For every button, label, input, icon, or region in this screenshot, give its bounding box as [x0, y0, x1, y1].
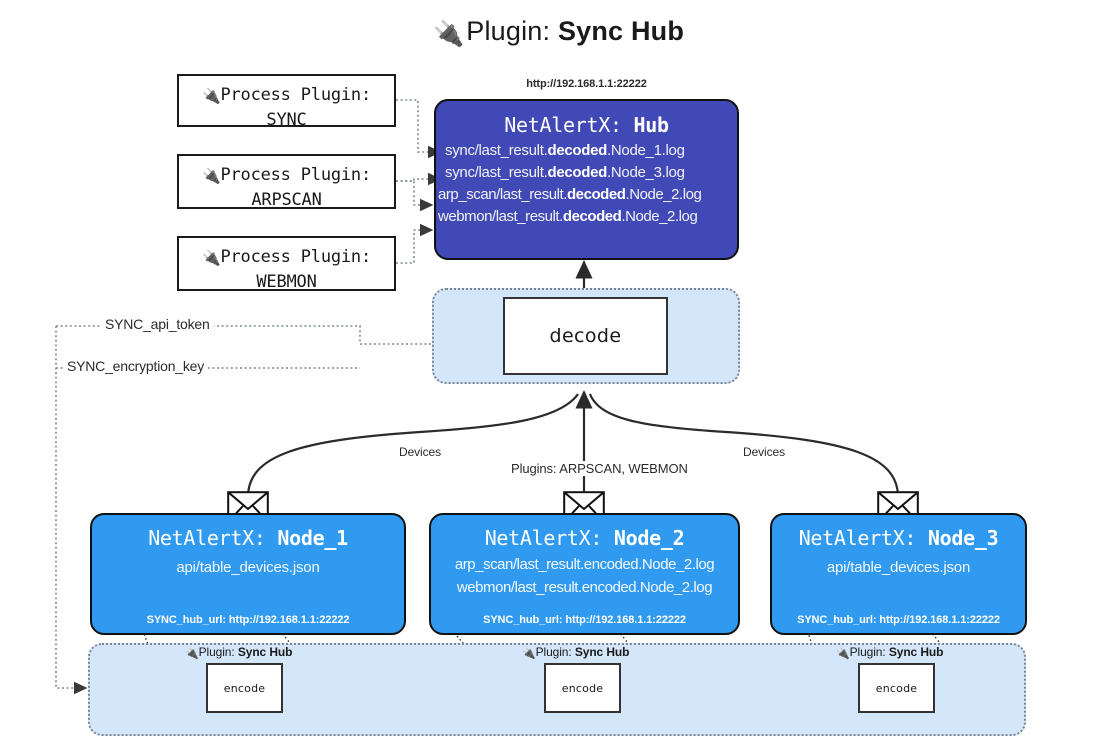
node-card-node-3[interactable]: NetAlertX: Node_3 api/table_devices.json…: [770, 513, 1027, 635]
decode-box[interactable]: decode: [503, 297, 668, 375]
process-plugin-name: SYNC: [266, 109, 307, 130]
node-title-prefix: NetAlertX:: [484, 526, 603, 550]
process-plugin-label: Process Plugin:: [220, 85, 371, 105]
plug-icon: 🔌: [201, 87, 221, 105]
hub-title: NetAlertX: Hub: [436, 113, 737, 137]
node-footer: SYNC_hub_url: http://192.168.1.1:22222: [797, 614, 1000, 626]
process-plugin-label: Process Plugin:: [220, 165, 371, 185]
node-card-node-1[interactable]: NetAlertX: Node_1 api/table_devices.json…: [90, 513, 406, 635]
node-title: NetAlertX: Node_2: [431, 526, 738, 550]
encode-box-node-3[interactable]: encode: [858, 663, 935, 713]
plug-icon: 🔌: [522, 648, 536, 660]
process-plugin-webmon[interactable]: 🔌Process Plugin: WEBMON: [177, 236, 396, 292]
hub-log-line: webmon/last_result.decoded.Node_2.log: [438, 208, 698, 225]
node-data-line: arp_scan/last_result.encoded.Node_2.log: [454, 556, 715, 573]
page-title: 🔌Plugin: Sync Hub: [0, 16, 1117, 49]
plug-icon: 🔌: [836, 648, 850, 660]
encode-box-node-2[interactable]: encode: [544, 663, 621, 713]
node-data-line: api/table_devices.json: [176, 559, 320, 576]
node-title-name: Node_3: [927, 526, 999, 550]
node-footer: SYNC_hub_url: http://192.168.1.1:22222: [483, 614, 686, 626]
node-title-name: Node_2: [613, 526, 685, 550]
plug-icon: 🔌: [201, 167, 221, 185]
hub-node[interactable]: NetAlertX: Hub sync/last_result.decoded.…: [434, 99, 739, 260]
hub-log-line: arp_scan/last_result.decoded.Node_2.log: [438, 186, 702, 203]
hub-title-name: Hub: [633, 113, 669, 137]
hub-title-prefix: NetAlertX:: [504, 113, 622, 137]
sync-encryption-key-label: SYNC_encryption_key: [63, 358, 209, 374]
plug-icon: 🔌: [432, 20, 465, 48]
devices-label-left: Devices: [396, 445, 444, 459]
hub-log-line: sync/last_result.decoded.Node_1.log: [445, 142, 685, 159]
plug-icon: 🔌: [185, 648, 199, 660]
node-title-prefix: NetAlertX:: [798, 526, 917, 550]
hub-log-line: sync/last_result.decoded.Node_3.log: [445, 164, 685, 181]
node-title: NetAlertX: Node_1: [92, 526, 404, 550]
node-title: NetAlertX: Node_3: [772, 526, 1025, 550]
devices-label-right: Devices: [740, 445, 788, 459]
plugin-tag-encode-2: 🔌Plugin: Sync Hub: [522, 645, 630, 660]
plugin-tag-encode-3: 🔌Plugin: Sync Hub: [836, 645, 944, 660]
node-data-line: webmon/last_result.encoded.Node_2.log: [456, 579, 713, 596]
plug-icon: 🔌: [201, 249, 221, 267]
process-plugin-sync[interactable]: 🔌Process Plugin: SYNC: [177, 74, 396, 130]
page-title-prefix: Plugin:: [466, 16, 551, 46]
process-plugin-arpscan[interactable]: 🔌Process Plugin: ARPSCAN: [177, 154, 396, 210]
encode-box-node-1[interactable]: encode: [206, 663, 283, 713]
node-data-line: api/table_devices.json: [826, 559, 971, 576]
hub-url-label: http://192.168.1.1:22222: [526, 78, 647, 90]
node-footer: SYNC_hub_url: http://192.168.1.1:22222: [146, 614, 350, 626]
node-title-prefix: NetAlertX:: [148, 526, 266, 550]
plugins-label-center: Plugins: ARPSCAN, WEBMON: [508, 461, 691, 476]
node-title-name: Node_1: [277, 526, 348, 550]
process-plugin-label: Process Plugin:: [220, 247, 371, 267]
process-plugin-name: WEBMON: [256, 271, 317, 292]
process-plugin-name: ARPSCAN: [251, 189, 322, 210]
sync-api-token-label: SYNC_api_token: [101, 316, 214, 332]
node-card-node-2[interactable]: NetAlertX: Node_2 arp_scan/last_result.e…: [429, 513, 740, 635]
plugin-tag-encode-1: 🔌Plugin: Sync Hub: [185, 645, 293, 660]
page-title-name: Sync Hub: [557, 16, 685, 46]
